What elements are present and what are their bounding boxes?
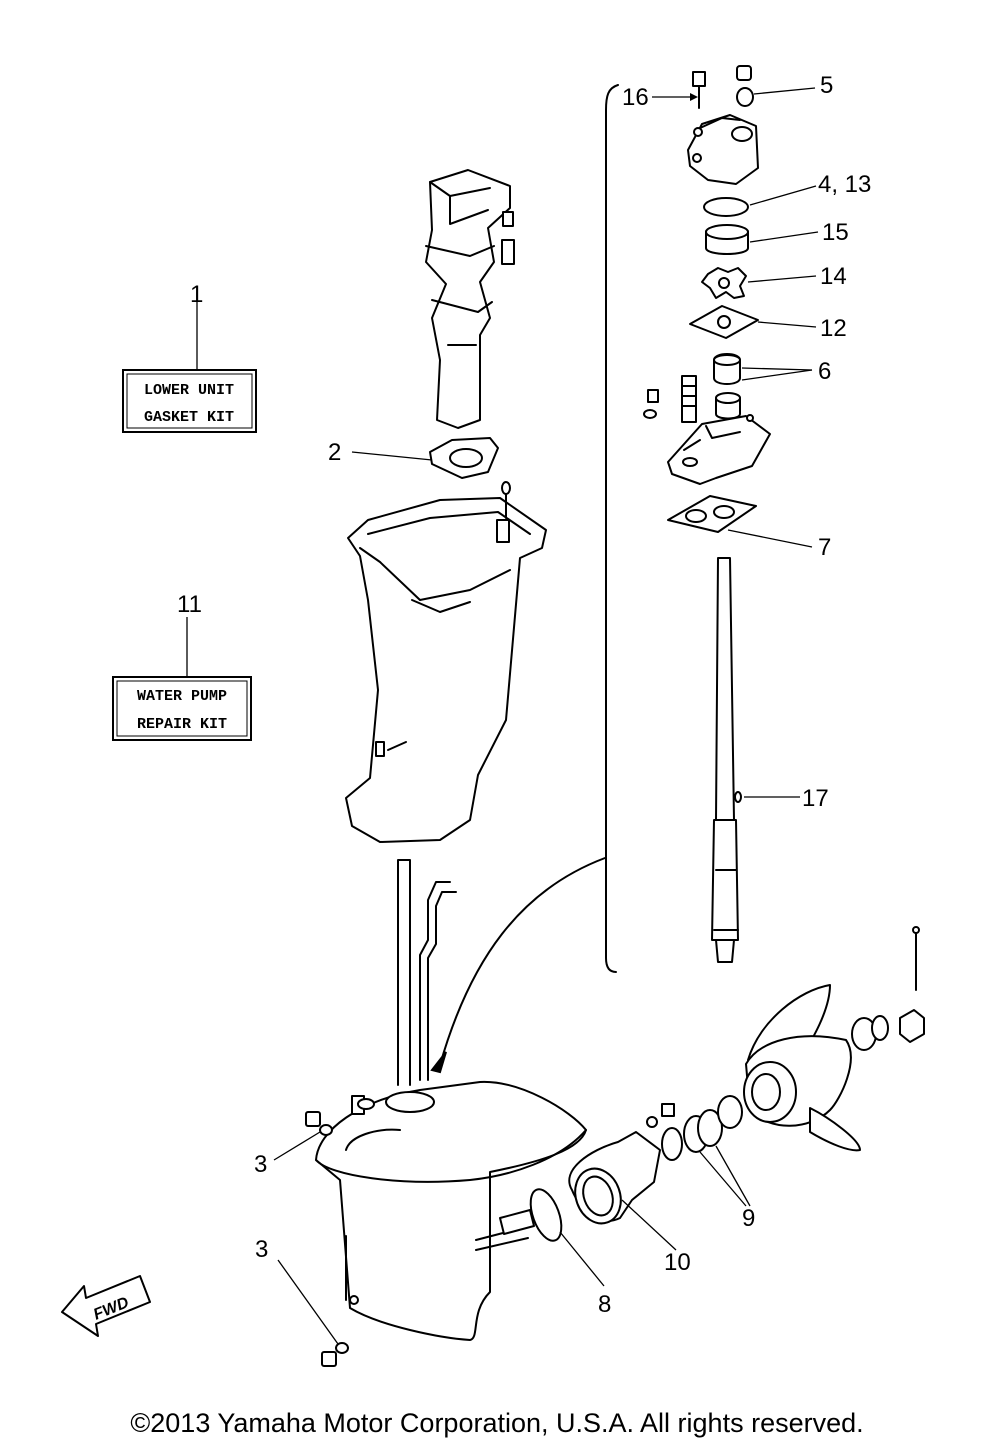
kit-label-line1: LOWER UNIT [144,382,234,399]
callout-1: 1 [190,281,203,308]
propeller [743,984,861,1152]
callout-10: 10 [664,1249,691,1276]
callout-16: 16 [622,84,649,111]
exhaust-guide [425,169,515,429]
screw-part-3a: 3 [254,1111,333,1178]
callout-3a: 3 [254,1151,267,1178]
callout-5: 5 [820,72,833,99]
callout-8: 8 [598,1291,611,1318]
copyright-notice: ©2013 Yamaha Motor Corporation, U.S.A. A… [130,1408,863,1438]
lower-unit-case [315,1080,587,1341]
screw-part-3b: 3 [255,1236,349,1367]
callout-7: 7 [818,534,831,561]
callout-4-13: 4, 13 [818,171,871,198]
water-pump-parts: 16 5 4, 13 15 14 12 [622,65,871,963]
kit-lower-unit-gasket[interactable]: 1 LOWER UNIT GASKET KIT [122,281,257,433]
propeller-nut-parts [851,926,925,1051]
callout-17: 17 [802,785,829,812]
assembly-bracket [605,84,619,973]
fwd-direction-arrow: FWD [61,1275,151,1337]
callout-11: 11 [177,591,202,618]
callout-15: 15 [822,219,849,246]
water-tubes [397,859,457,1086]
callout-14: 14 [820,263,847,290]
callout-9: 9 [742,1205,755,1232]
kit-label-line2: REPAIR KIT [137,716,227,733]
upper-casing [345,481,547,843]
seal-parts-9: 9 [646,1095,755,1232]
callout-6: 6 [818,358,831,385]
pointer-arrow [430,857,606,1074]
callout-2: 2 [328,439,341,466]
kit-water-pump-repair[interactable]: 11 WATER PUMP REPAIR KIT [112,591,252,741]
callout-3b: 3 [255,1236,268,1263]
bearing-housing-part-10: 10 [568,1131,691,1276]
gasket-part-2: 2 [328,437,499,479]
kit-label-line2: GASKET KIT [144,409,234,426]
propeller-shaft-stub [499,1209,535,1235]
kit-label-line1: WATER PUMP [137,688,227,705]
callout-12: 12 [820,315,847,342]
o-ring-part-8: 8 [529,1188,611,1318]
